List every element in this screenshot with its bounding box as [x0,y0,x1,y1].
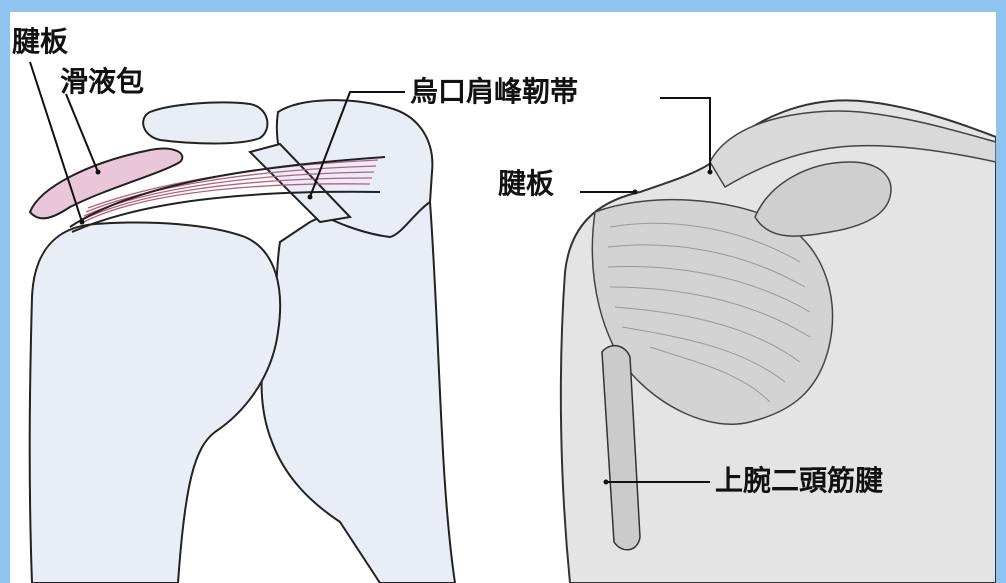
label-tendon-plate-right: 腱板 [498,170,554,198]
leader-dot-5 [633,190,638,195]
label-bursa: 滑液包 [60,68,144,96]
leader-dot-6 [604,480,609,485]
humerus-head [30,223,280,583]
label-tendon-plate-left: 腱板 [12,28,68,56]
scapula-shape [262,192,455,583]
leader-dot-2 [96,170,101,175]
leader-dot-3 [308,195,313,200]
acromion [143,102,267,143]
leader-bursa [66,94,98,172]
leader-ligament-right [660,98,710,172]
label-biceps-tendon: 上腕二頭筋腱 [715,467,883,495]
leader-dot-1 [80,220,85,225]
leader-dot-4 [708,170,713,175]
label-coracoacromial-ligament: 烏口肩峰靭帯 [410,78,578,106]
diagram-frame: 腱板 滑液包 烏口肩峰靭帯 腱板 上腕二頭筋腱 [10,12,996,583]
